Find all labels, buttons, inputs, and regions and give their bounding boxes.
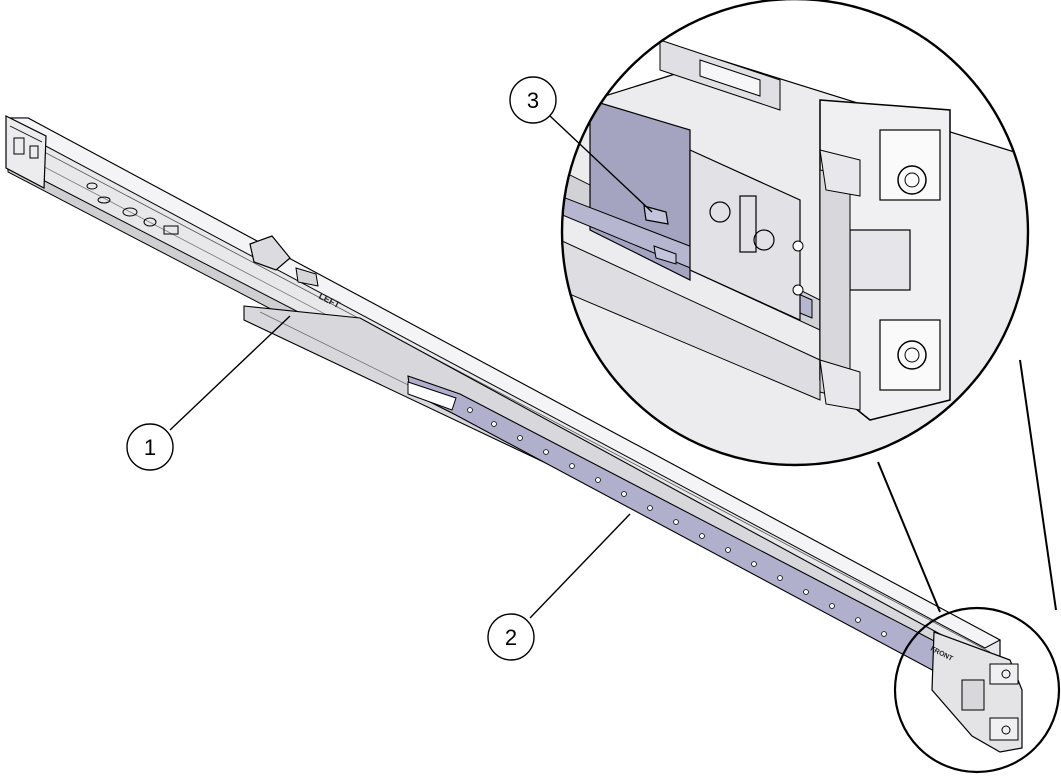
callout-1: 1 xyxy=(126,423,174,471)
zoom-lock-plate xyxy=(689,149,801,321)
callout-2: 2 xyxy=(487,613,535,661)
callout-1-label: 1 xyxy=(144,435,156,460)
magnified-detail-border xyxy=(560,0,1030,467)
magnified-detail xyxy=(562,0,1028,465)
inner-rail-holes xyxy=(467,407,887,637)
callout-2-leader xyxy=(529,513,631,619)
detail-source-circle xyxy=(893,606,1061,774)
callout-2-label: 2 xyxy=(505,625,517,650)
callout-3-leader xyxy=(549,115,653,213)
front-bracket xyxy=(931,631,1023,753)
slide-rail-assembly: LEFT xyxy=(5,115,1023,753)
magnify-connector-left xyxy=(877,461,941,613)
release-tab xyxy=(249,235,291,271)
rear-section-cutouts xyxy=(86,182,179,235)
callout-1-leader xyxy=(169,315,291,431)
rear-bracket xyxy=(5,115,47,189)
magnify-connector-right xyxy=(1019,359,1057,611)
callout-3: 3 xyxy=(509,76,557,124)
callout-3-label: 3 xyxy=(527,88,539,113)
